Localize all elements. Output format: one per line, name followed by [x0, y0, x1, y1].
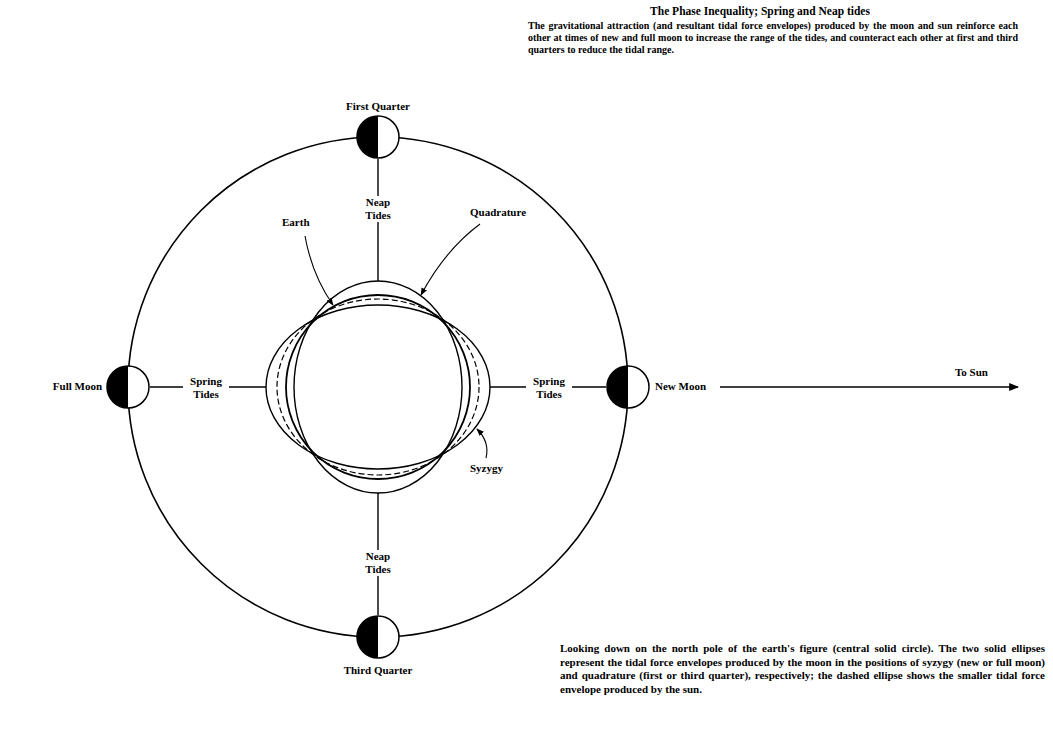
moon-orbit [128, 137, 628, 637]
leader-line [305, 236, 333, 305]
syzygy-ellipse [266, 305, 490, 469]
moon-symbol [357, 116, 399, 158]
tide-label: Spring Tides [183, 375, 229, 401]
earth-circle [286, 295, 470, 479]
moon-symbol [357, 616, 399, 658]
syzygy-label: Syzygy [470, 462, 530, 475]
phase-label: First Quarter [308, 100, 448, 113]
direction-label: To Sun [955, 366, 1015, 379]
tide-label: Spring Tides [526, 375, 572, 401]
earth-label: Earth [282, 216, 342, 229]
moon-symbol [107, 366, 149, 408]
leader-line [477, 429, 487, 458]
quadrature-label: Quadrature [470, 206, 545, 219]
phase-label: Full Moon [20, 380, 102, 393]
quadrature-ellipse [294, 281, 462, 493]
phase-label: New Moon [655, 380, 717, 393]
leader-line [421, 224, 480, 295]
description-text: The gravitational attraction (and result… [528, 20, 1018, 56]
tide-label: Neap Tides [354, 550, 402, 576]
tide-label: Neap Tides [354, 196, 402, 222]
sun-arrow [720, 386, 1018, 387]
phase-label: Third Quarter [308, 664, 448, 677]
moon-symbol [607, 366, 649, 408]
diagram-title: The Phase Inequality; Spring and Neap ti… [520, 4, 1000, 18]
figure-caption: Looking down on the north pole of the ea… [560, 642, 1045, 696]
sun-ellipse [277, 299, 479, 475]
